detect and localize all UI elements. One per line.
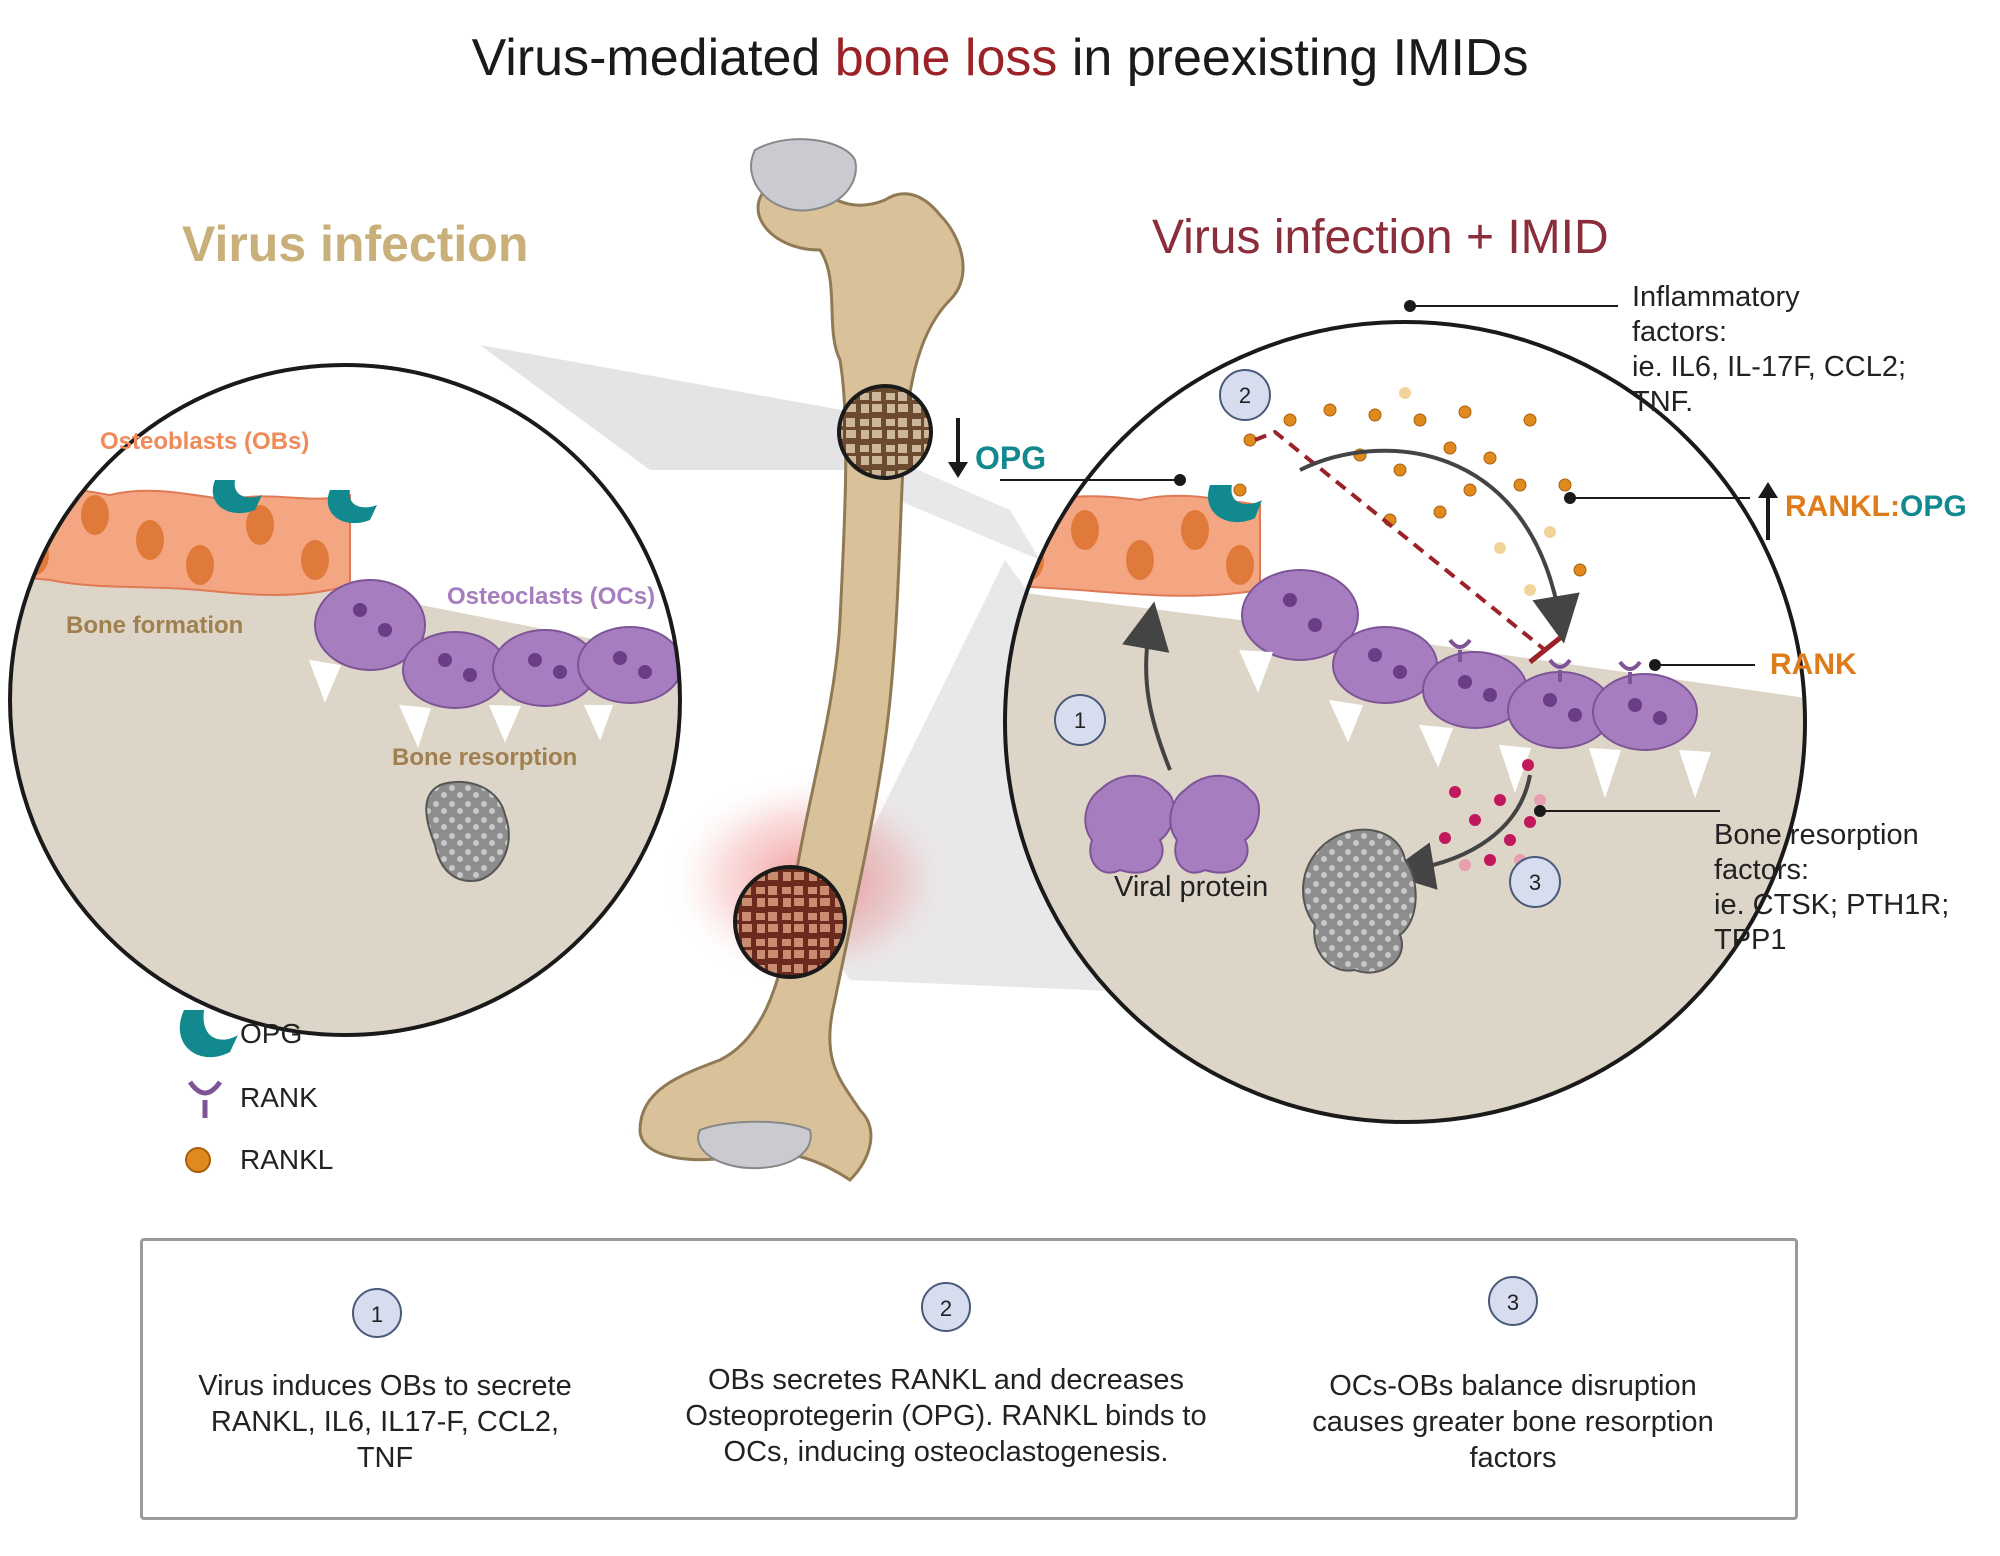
viral-protein: [1084, 774, 1261, 874]
step-3-line-2: causes greater bone resorption: [1312, 1406, 1714, 1438]
osteoclast-layer: [1239, 569, 1711, 799]
osteoblasts-label: Osteoblasts (OBs): [100, 428, 310, 455]
step-3-text: OCs-OBs balance disruption causes greate…: [1283, 1368, 1743, 1476]
badge-step-3: 3: [1509, 856, 1561, 908]
bone-resorption-label: Bone resorption: [392, 744, 578, 771]
legend-rankl-label: RANKL: [240, 1144, 334, 1175]
inhibition-line: [1254, 429, 1547, 652]
step-1-line-2: RANKL, IL6, IL17-F, CCL2,: [210, 1406, 560, 1438]
induction-arrow: [1122, 601, 1172, 771]
step-1-badge: 1: [352, 1288, 402, 1338]
title-highlight: bone loss: [834, 29, 1058, 87]
resorption-factors-label: Bone resorption factors: ie. CTSK; PTH1R…: [1714, 818, 1949, 958]
viral-protein-label: Viral protein: [1114, 871, 1269, 903]
inflammatory-line-2: factors:: [1632, 316, 1728, 348]
rank-receptor: [1548, 658, 1572, 682]
bone-debris-left: [425, 780, 510, 882]
bone-formation-label: Bone formation: [66, 612, 244, 639]
step-1-text: Virus induces OBs to secrete RANKL, IL6,…: [160, 1368, 610, 1476]
opg-decrease-label: OPG: [975, 440, 1047, 476]
inflammatory-line-1: Inflammatory: [1632, 281, 1800, 313]
zoom-region-top: [837, 384, 933, 480]
step-2-text: OBs secretes RANKL and decreases Osteopr…: [666, 1362, 1226, 1470]
badge-step-1: 1: [1054, 694, 1106, 746]
rankl-legend-icon: [185, 1147, 211, 1173]
rank-receptor: [1618, 660, 1642, 684]
opg-down-arrow: [948, 418, 968, 478]
step-2-line-1: OBs secretes RANKL and decreases: [707, 1364, 1185, 1396]
step-3-line-1: OCs-OBs balance disruption: [1329, 1370, 1697, 1402]
right-zoom-circle: [1003, 320, 1807, 1124]
illustration: 1 2 3: [8, 138, 1807, 1182]
left-zoom-circle: [8, 363, 682, 1037]
step-1-line-3: TNF: [356, 1442, 414, 1474]
femur-bone: [638, 138, 965, 1182]
legend-icons: [179, 1010, 238, 1173]
opg-molecule: [327, 490, 377, 524]
title-suffix: in preexisting IMIDs: [1057, 29, 1529, 87]
zoom-cone-left: [480, 345, 850, 470]
rank-label: RANK: [1770, 648, 1857, 681]
legend-opg-label: OPG: [240, 1018, 303, 1049]
badge-number: 2: [1239, 383, 1251, 408]
inflammatory-factors-label: Inflammatory factors: ie. IL6, IL-17F, C…: [1632, 280, 1906, 420]
right-panel-title: Virus infection + IMID: [1152, 211, 1609, 264]
bone-debris-right: [1302, 828, 1417, 974]
left-panel-title: Virus infection: [182, 216, 529, 272]
rankl-dots: [1233, 403, 1587, 577]
badge-number: 3: [1529, 870, 1541, 895]
ratio-rankl: RANKL:: [1785, 490, 1900, 523]
opg-molecule: [1208, 485, 1262, 523]
ratio-opg: OPG: [1899, 490, 1967, 523]
resorption-line-3: ie. CTSK; PTH1R;: [1714, 889, 1950, 921]
step-2-line-3: OCs, inducing osteoclastogenesis.: [723, 1436, 1169, 1468]
rankl-opg-ratio-label: RANKL:OPG: [1785, 490, 1967, 524]
rank-receptor: [1448, 638, 1472, 662]
osteoblast-layer: [10, 488, 351, 596]
ratio-up-arrow: [1758, 482, 1778, 540]
leader-lines: [1000, 300, 1755, 817]
badge-step-2: 2: [1219, 369, 1271, 421]
resorption-line-2: factors:: [1714, 854, 1810, 886]
step-2-line-2: Osteoprotegerin (OPG). RANKL binds to: [685, 1400, 1207, 1432]
rank-legend-icon: [187, 1080, 223, 1118]
resorption-line-1: Bone resorption: [1714, 819, 1919, 851]
step-2-badge: 2: [921, 1282, 971, 1332]
step-3-badge: 3: [1488, 1276, 1538, 1326]
figure-title: Virus-mediated bone loss in preexisting …: [0, 28, 2000, 88]
step-3-line-3: factors: [1469, 1442, 1557, 1474]
badge-number: 1: [1074, 708, 1086, 733]
zoom-region-bottom: [733, 865, 847, 979]
resorption-arrow: [1386, 774, 1532, 890]
legend-rank-label: RANK: [240, 1082, 318, 1113]
step-1-line-1: Virus induces OBs to secrete: [198, 1370, 572, 1402]
resorption-factor-dots: [1439, 759, 1536, 866]
inflammatory-line-4: TNF.: [1632, 386, 1694, 418]
inflammatory-line-3: ie. IL6, IL-17F, CCL2;: [1632, 351, 1907, 383]
osteoclast-layer: [309, 579, 680, 748]
osteoclasts-label: Osteoclasts (OCs): [447, 583, 656, 610]
title-prefix: Virus-mediated: [471, 29, 835, 87]
binding-arrow: [1299, 448, 1580, 644]
opg-molecule: [212, 480, 262, 514]
opg-legend-icon: [179, 1010, 238, 1058]
resorption-line-4: TPP1: [1714, 924, 1787, 956]
